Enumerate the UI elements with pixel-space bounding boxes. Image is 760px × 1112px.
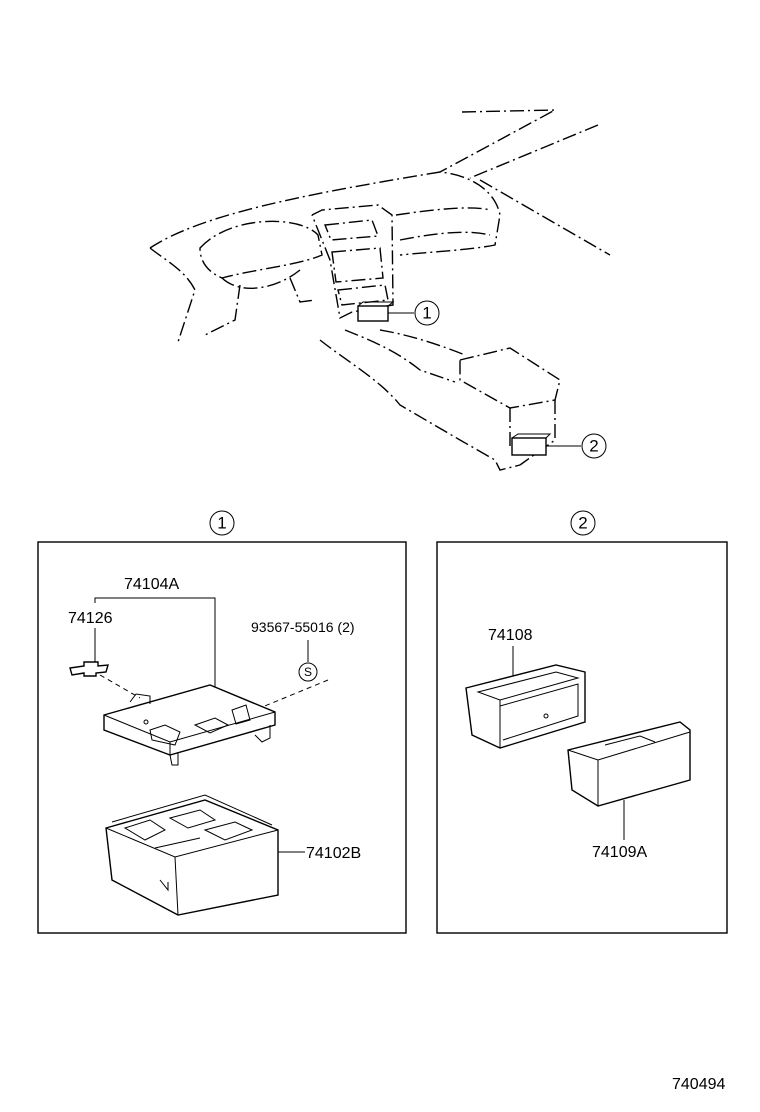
part-label-74104a: 74104A bbox=[124, 576, 179, 593]
screw-symbol: S bbox=[298, 662, 318, 682]
callout-1-text: 1 bbox=[422, 304, 431, 323]
part-label-93567: 93567-55016 (2) bbox=[251, 619, 355, 635]
housing-74108 bbox=[465, 664, 586, 749]
panel-2-heading: 2 bbox=[570, 510, 596, 536]
panel-1-heading-text: 1 bbox=[217, 514, 226, 533]
part-label-74102b: 74102B bbox=[306, 845, 361, 862]
box-74102b bbox=[105, 794, 279, 916]
clip-install-line bbox=[99, 674, 141, 699]
clip-74126 bbox=[69, 661, 109, 677]
callout-2-text: 2 bbox=[589, 437, 598, 456]
tray-74109a bbox=[567, 721, 691, 807]
part-label-74126: 74126 bbox=[68, 610, 113, 627]
panel-1-heading: 1 bbox=[209, 510, 235, 536]
callout-marker-1: 1 bbox=[414, 300, 440, 326]
panel-1-frame bbox=[37, 541, 407, 934]
part-label-74108: 74108 bbox=[488, 627, 533, 644]
bracket-74104a bbox=[103, 684, 276, 766]
drawing-number: 740494 bbox=[672, 1076, 725, 1093]
dashboard-overview bbox=[149, 109, 611, 471]
panel-2-heading-text: 2 bbox=[578, 514, 587, 533]
leader-74104a bbox=[94, 597, 216, 690]
screw-symbol-text: S bbox=[304, 665, 312, 679]
part-label-74109a: 74109A bbox=[592, 844, 647, 861]
callout-marker-2: 2 bbox=[581, 433, 607, 459]
screw-install-line bbox=[254, 679, 329, 711]
panel-2-frame bbox=[436, 541, 728, 934]
